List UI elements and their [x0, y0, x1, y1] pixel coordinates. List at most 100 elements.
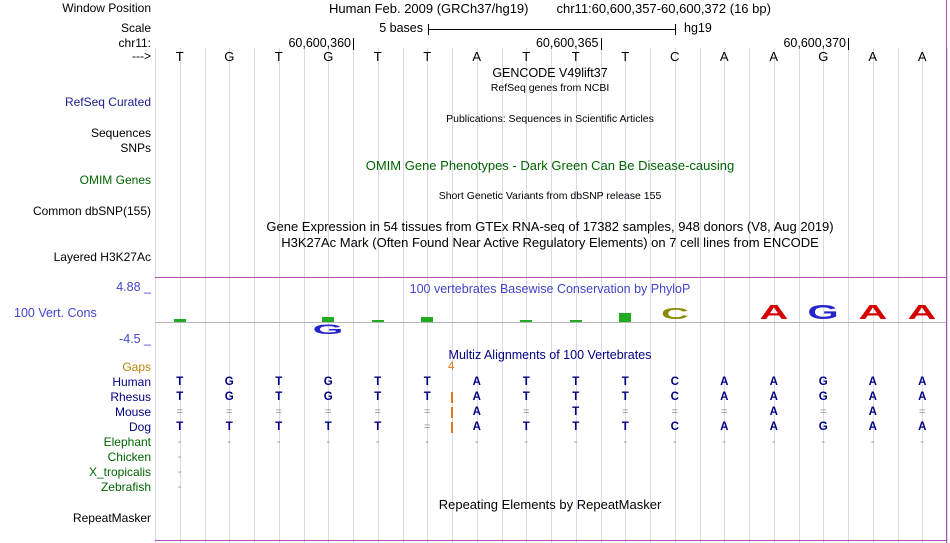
track-title-gtex[interactable]: Gene Expression in 54 tissues from GTEx … — [266, 219, 834, 234]
species-label-mouse[interactable]: Mouse — [114, 405, 151, 419]
track-label-conservation[interactable]: 100 Vert. Cons — [14, 306, 97, 320]
track-title-h3k27ac[interactable]: H3K27Ac Mark (Often Found Near Active Re… — [281, 235, 819, 250]
base-letter: T — [175, 49, 184, 64]
alignment-cell: A — [720, 376, 729, 388]
track-label-sequences[interactable]: Sequences — [90, 126, 151, 140]
insertion-marker — [451, 407, 453, 418]
alignment-cell: T — [176, 391, 184, 403]
base-letter: G — [323, 49, 334, 64]
alignment-cell: T — [225, 421, 233, 433]
alignment-cell: T — [621, 421, 629, 433]
track-title-omim[interactable]: OMIM Gene Phenotypes - Dark Green Can Be… — [365, 158, 735, 173]
track-label-h3k27ac[interactable]: Layered H3K27Ac — [53, 250, 151, 264]
base-letter: G — [818, 49, 829, 64]
conservation-bar — [371, 320, 384, 322]
chrom-label: chr11: — [118, 36, 151, 50]
track-label-repeatmasker[interactable]: RepeatMasker — [72, 511, 151, 525]
track-title-dbsnp[interactable]: Short Genetic Variants from dbSNP releas… — [438, 190, 662, 202]
conservation-bar — [520, 320, 533, 322]
gridline — [229, 48, 231, 543]
gridline — [798, 48, 800, 543]
alignment-cell: - — [474, 436, 479, 448]
gridline — [773, 48, 775, 543]
gridline — [179, 48, 181, 543]
alignment-cell: C — [670, 391, 679, 403]
track-label-dbsnp[interactable]: Common dbSNP(155) — [32, 204, 151, 218]
track-title-publications[interactable]: Publications: Sequences in Scientific Ar… — [446, 113, 654, 125]
track-separator-bottom — [155, 540, 946, 541]
alignment-cell: = — [226, 406, 233, 418]
alignment-cell: T — [522, 376, 530, 388]
alignment-cell: T — [423, 391, 431, 403]
alignment-cell: G — [323, 376, 333, 388]
species-label-chicken[interactable]: Chicken — [107, 450, 151, 464]
insertion-marker — [451, 422, 453, 433]
alignment-cell: G — [818, 376, 828, 388]
species-label-dog[interactable]: Dog — [128, 420, 151, 434]
alignment-cell: - — [177, 436, 182, 448]
gridline — [947, 48, 948, 543]
ruler-tick — [848, 38, 849, 50]
track-title-repeatmasker[interactable]: Repeating Elements by RepeatMasker — [438, 497, 662, 512]
alignment-cell: T — [176, 376, 184, 388]
ruler-tick — [353, 38, 354, 50]
gridline — [278, 48, 280, 543]
gridline — [526, 48, 528, 543]
alignment-cell: A — [868, 421, 877, 433]
alignment-cell: A — [720, 421, 729, 433]
species-label-zebrafish[interactable]: Zebrafish — [100, 480, 151, 494]
conservation-logo-letter: C — [660, 306, 689, 323]
conservation-logo-letter: G — [807, 302, 839, 324]
strand-arrow: ---> — [132, 49, 151, 63]
species-label-rhesus[interactable]: Rhesus — [110, 390, 151, 404]
alignment-cell: T — [572, 391, 580, 403]
gridline — [848, 48, 849, 543]
alignment-cell: A — [769, 406, 778, 418]
alignment-cell: A — [868, 376, 877, 388]
base-letter: G — [224, 49, 235, 64]
track-title-gencode[interactable]: GENCODE V49lift37 — [492, 66, 608, 80]
gridline — [551, 48, 552, 543]
base-letter: T — [571, 49, 580, 64]
alignment-cell: - — [227, 436, 232, 448]
gridline — [155, 48, 156, 543]
alignment-cell: T — [275, 391, 283, 403]
alignment-cell: - — [672, 436, 677, 448]
species-label-elephant[interactable]: Elephant — [103, 435, 151, 449]
conservation-axis-min: -4.5 _ — [119, 332, 151, 346]
base-letter: C — [670, 49, 680, 64]
alignment-cell: - — [771, 436, 776, 448]
alignment-cell: - — [177, 466, 182, 478]
scale-bar-left-tick — [428, 24, 429, 35]
alignment-cell: T — [621, 391, 629, 403]
alignment-cell: T — [374, 421, 382, 433]
track-title-multiz[interactable]: Multiz Alignments of 100 Vertebrates — [448, 348, 652, 362]
alignment-cell: A — [769, 391, 778, 403]
species-label-human[interactable]: Human — [112, 375, 151, 389]
track-subtitle-refseq[interactable]: RefSeq genes from NCBI — [490, 82, 610, 94]
alignment-cell: T — [374, 376, 382, 388]
alignment-cell: A — [720, 391, 729, 403]
track-label-gaps[interactable]: Gaps — [122, 360, 151, 374]
alignment-cell: T — [374, 391, 382, 403]
conservation-logo-letter: A — [907, 302, 937, 324]
track-title-conservation[interactable]: 100 vertebrates Basewise Conservation by… — [409, 282, 691, 296]
track-label-refseq-curated[interactable]: RefSeq Curated — [64, 95, 151, 109]
alignment-cell: A — [769, 376, 778, 388]
base-letter: A — [868, 49, 878, 64]
track-label-omim-genes[interactable]: OMIM Genes — [79, 173, 151, 187]
track-label-snps[interactable]: SNPs — [120, 141, 151, 155]
alignment-cell: T — [572, 376, 580, 388]
alignment-cell: = — [622, 406, 629, 418]
scale-bar-right-tick — [675, 24, 676, 35]
track-separator-top — [155, 277, 946, 278]
scale-assembly: hg19 — [684, 21, 712, 35]
alignment-cell: A — [769, 421, 778, 433]
gridline — [699, 48, 701, 543]
conservation-baseline — [155, 322, 946, 323]
gridline — [872, 48, 874, 543]
alignment-cell: G — [323, 391, 333, 403]
gap-count: 4 — [448, 361, 455, 373]
alignment-cell: - — [920, 436, 925, 448]
species-label-x-tropicalis[interactable]: X_tropicalis — [88, 465, 151, 479]
